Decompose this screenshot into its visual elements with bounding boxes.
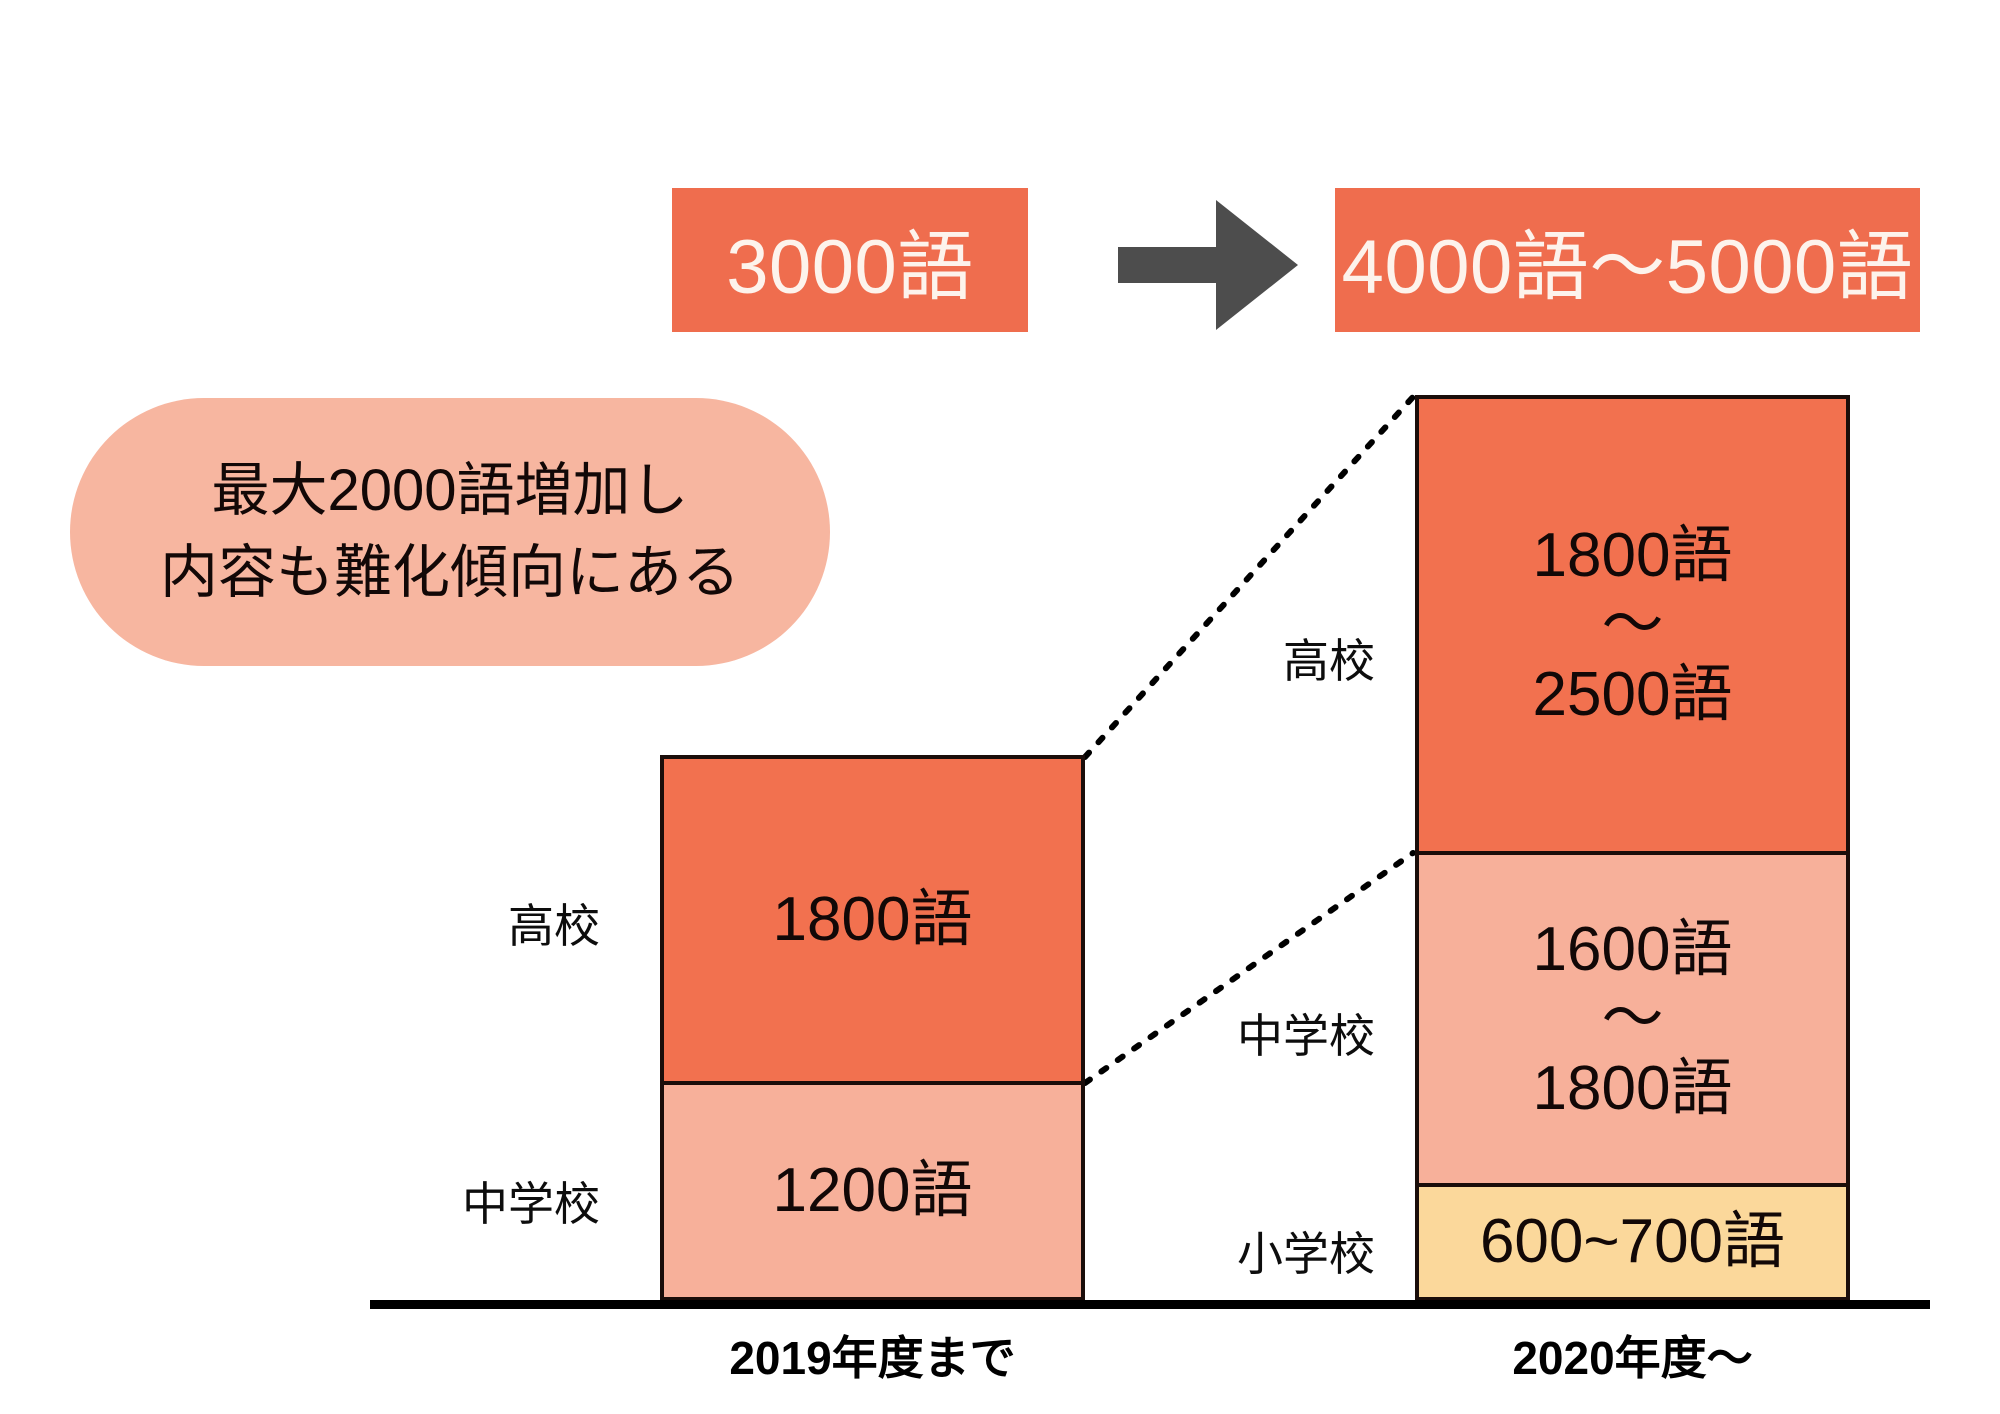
- bar-value-middle-2020-to: 1800語: [1532, 1053, 1733, 1123]
- connector-high: [1082, 394, 1416, 760]
- bar-segment-middle-2019: 1200語: [660, 1081, 1085, 1301]
- bar-segment-high-2019: 1800語: [660, 755, 1085, 1085]
- bar-segment-high-2020: 1800語 ～ 2500語: [1415, 395, 1850, 855]
- bar-value-high-2019: 1800語: [772, 885, 973, 955]
- bar-value-high-2020-to: 2500語: [1532, 659, 1733, 729]
- bar-label-high-2020: 高校: [1283, 635, 1375, 687]
- total-before-label: 3000語: [726, 225, 974, 310]
- axis-caption-2019: 2019年度まで: [729, 1332, 1016, 1384]
- total-before-banner: 3000語: [672, 188, 1028, 332]
- bar-value-middle-2020-tilde: ～: [1601, 984, 1664, 1054]
- bar-label-elementary-2020: 小学校: [1237, 1228, 1375, 1280]
- callout-bubble: 最大2000語増加し 内容も難化傾向にある: [70, 398, 830, 666]
- axis-caption-2020: 2020年度～: [1512, 1332, 1753, 1384]
- bar-label-middle-2019: 中学校: [462, 1178, 600, 1230]
- bar-label-high-2019: 高校: [508, 900, 600, 952]
- bar-segment-elementary-2020: 600~700語: [1415, 1183, 1850, 1301]
- baseline-axis: [370, 1300, 1930, 1309]
- callout-line-1: 最大2000語増加し: [211, 457, 689, 523]
- bar-value-middle-2019: 1200語: [772, 1156, 973, 1226]
- bar-value-high-2020-tilde: ～: [1601, 590, 1664, 660]
- bar-value-elementary-2020: 600~700語: [1479, 1207, 1786, 1277]
- bar-segment-middle-2020: 1600語 ～ 1800語: [1415, 851, 1850, 1187]
- right-arrow-icon: [1118, 200, 1298, 330]
- callout-line-2: 内容も難化傾向にある: [159, 540, 740, 605]
- total-after-banner: 4000語～5000語: [1335, 188, 1920, 332]
- bar-label-middle-2020: 中学校: [1237, 1010, 1375, 1062]
- bar-value-high-2020-from: 1800語: [1532, 520, 1733, 590]
- total-after-label: 4000語～5000語: [1341, 225, 1914, 310]
- bar-value-middle-2020-from: 1600語: [1532, 914, 1733, 984]
